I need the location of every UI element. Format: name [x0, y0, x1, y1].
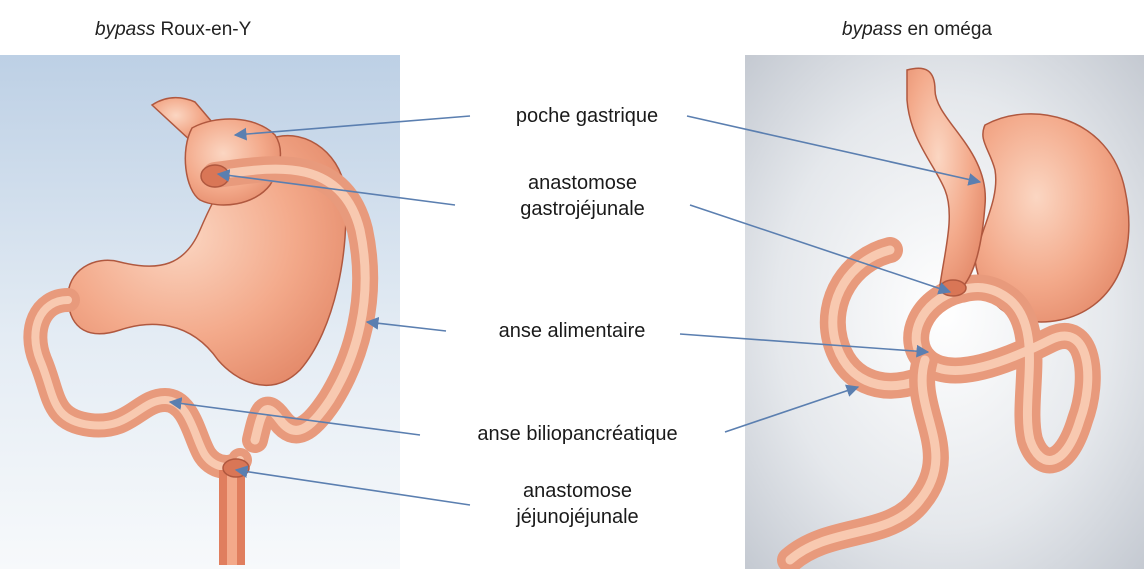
label-anse-alimentaire: anse alimentaire: [452, 318, 692, 344]
left-jj-anastomosis: [223, 459, 249, 477]
label-jj-line1: anastomose: [455, 478, 700, 504]
label-jj-line2: jéjunojéjunale: [455, 504, 700, 530]
label-anastomose-jejunojejunale: anastomose jéjunojéjunale: [455, 478, 700, 530]
label-poche-gastrique: poche gastrique: [482, 103, 692, 129]
label-anastomose-gastrojejunale: anastomose gastrojéjunale: [460, 170, 705, 222]
label-anse-biliopancreatique: anse biliopancréatique: [430, 421, 725, 447]
right-gj-anastomosis: [940, 280, 966, 296]
label-gj-line1: anastomose: [460, 170, 705, 196]
left-gj-anastomosis: [201, 165, 229, 187]
label-gj-line2: gastrojéjunale: [460, 196, 705, 222]
